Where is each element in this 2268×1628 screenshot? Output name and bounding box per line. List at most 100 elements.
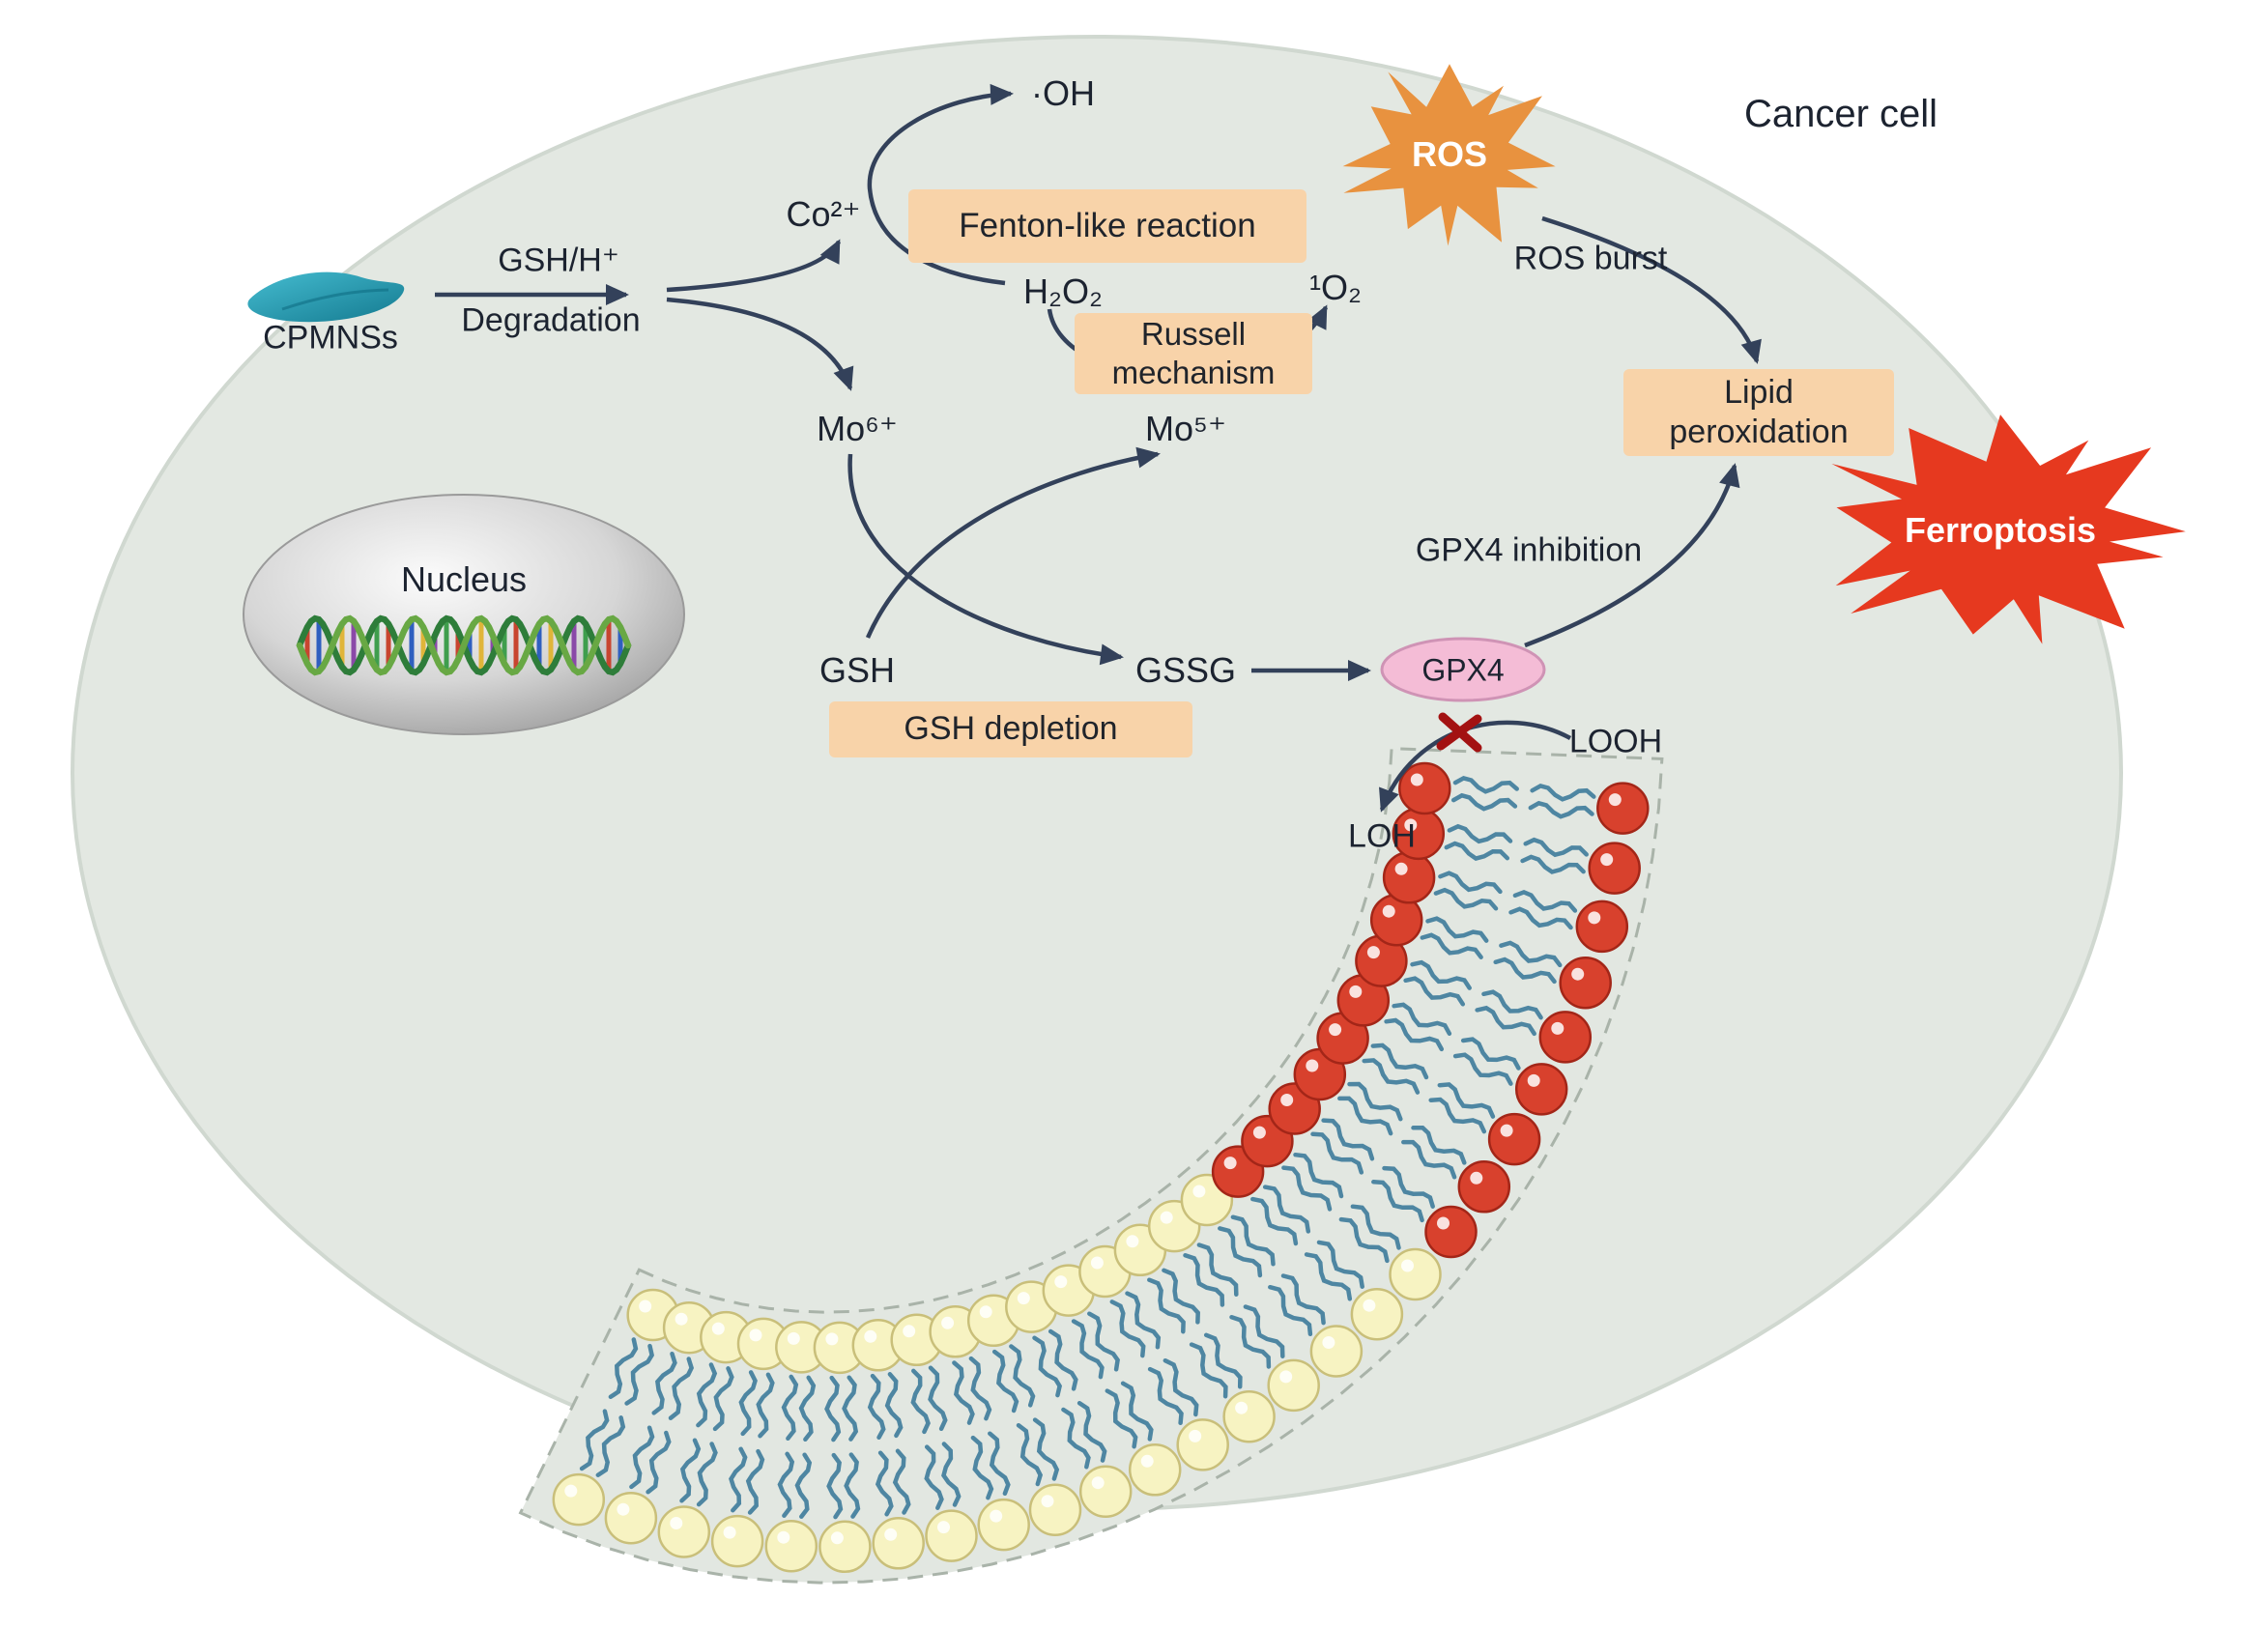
lipid-tail — [1530, 783, 1596, 802]
lipid-head-highlight — [1252, 1126, 1266, 1139]
lipid-head-highlight — [1382, 904, 1395, 918]
lipid-head-highlight — [617, 1502, 630, 1516]
lipid-head — [1309, 1325, 1364, 1378]
lipid-tail — [1125, 1291, 1162, 1350]
lipid-tail — [679, 1438, 702, 1503]
lipid-tail — [1230, 1214, 1276, 1267]
lipid-tail — [1304, 1252, 1353, 1301]
lipid-head — [552, 1472, 606, 1527]
lipid-tail — [798, 1375, 817, 1442]
ros-burst-label: ROS burst — [1513, 240, 1668, 277]
lipid-head-highlight — [1363, 1299, 1376, 1312]
cpmnss-label: CPMNSs — [263, 319, 398, 357]
lipid-head-highlight — [1189, 1429, 1202, 1442]
lipid-tails — [579, 775, 1596, 1520]
loh-label: LOH — [1348, 817, 1416, 855]
lipid-head-highlight — [1126, 1235, 1139, 1248]
lipid-tail — [941, 1442, 962, 1507]
lipid-tail — [629, 1425, 655, 1490]
lipid-tail — [595, 1415, 626, 1477]
gsh-label: GSH — [818, 650, 896, 691]
lipid-tail — [646, 1430, 672, 1495]
lipid-tail — [756, 1372, 775, 1439]
lipid-tail — [1508, 906, 1573, 930]
lipid-head-highlight — [1437, 1216, 1450, 1230]
lipid-head-highlight — [1160, 1211, 1173, 1224]
lipid-head-highlight — [1017, 1292, 1030, 1305]
oxidized-lipid-head — [1424, 1205, 1478, 1259]
starbursts — [1342, 64, 2186, 644]
lipid-tail — [1061, 1407, 1091, 1470]
lipid-tail — [745, 1448, 765, 1515]
lipid-tail — [1438, 871, 1503, 895]
lipid-tail — [1280, 1273, 1326, 1326]
lipid-tail — [579, 1409, 610, 1471]
lipid-head-highlight — [1551, 1021, 1565, 1035]
lipid-head — [1350, 1287, 1404, 1341]
lipid-tail — [1196, 1242, 1239, 1297]
lipid-tail — [1183, 1253, 1225, 1307]
lipid-head-highlight — [1349, 985, 1363, 998]
lipid-tail — [696, 1442, 718, 1507]
lipid-head-highlight — [937, 1521, 950, 1534]
lipid-tail — [970, 1435, 994, 1500]
lipid-tail — [1087, 1311, 1120, 1372]
lipid-tail — [1048, 1328, 1078, 1391]
lipid-head-highlight — [1527, 1073, 1540, 1087]
lipid-head-highlight — [670, 1517, 683, 1529]
lipid-head-highlight — [1600, 853, 1614, 867]
lipid-tail — [1411, 1125, 1467, 1165]
lipid-bilayer-membrane — [518, 747, 1664, 1585]
lipid-tail — [1032, 1335, 1062, 1398]
gsh-depletion-label: GSH depletion — [904, 710, 1118, 748]
nucleus-body — [243, 494, 685, 735]
lipid-tail — [968, 1356, 992, 1421]
looh-label: LOOH — [1568, 723, 1663, 760]
gpx4-inhibition-arrow — [1524, 463, 1740, 648]
gpx4-label: GPX4 — [1421, 652, 1505, 688]
lipid-head-highlight — [1306, 1059, 1319, 1072]
lipid-tail — [1520, 854, 1586, 874]
lipid-head-highlight — [1223, 1157, 1237, 1170]
lipid-tail — [1444, 841, 1510, 862]
oxidized-lipid-head — [1559, 956, 1612, 1010]
lipid-head-highlight — [1410, 773, 1423, 786]
mo6-label: Mo⁶⁺ — [817, 409, 898, 449]
lipid-tail — [1392, 1002, 1452, 1037]
lipid-tail — [1493, 957, 1557, 985]
lipid-head-highlight — [777, 1530, 790, 1544]
oxidized-lipid-head — [1588, 842, 1641, 895]
mo5-label: Mo⁵⁺ — [1145, 409, 1226, 449]
lipid-head-highlight — [1235, 1401, 1249, 1414]
lipid-tail — [1105, 1388, 1138, 1449]
lipid-head-highlight — [979, 1305, 992, 1319]
russell-mechanism-label-line2: mechanism — [1111, 355, 1276, 390]
lipid-tail — [928, 1365, 948, 1432]
lipid-tail — [1310, 1131, 1364, 1175]
fenton-cycle-arrow — [867, 83, 1014, 286]
lipid-tail — [1147, 1366, 1184, 1426]
lipid-head — [710, 1514, 764, 1568]
lipid-head-highlight — [1470, 1171, 1483, 1185]
lipid-tail — [991, 1349, 1019, 1414]
lipid-tail — [1425, 916, 1489, 943]
lipid-peroxidation-label-line2: peroxidation — [1669, 414, 1849, 450]
lipid-head — [1028, 1483, 1082, 1536]
lipid-head-highlight — [1090, 1256, 1104, 1270]
lipid-tail — [1450, 792, 1518, 812]
lipid-head — [872, 1517, 925, 1570]
lipid-head-highlight — [1404, 818, 1418, 832]
lipid-head-highlight — [1401, 1259, 1414, 1272]
cpmnss-nanosheet-icon — [247, 271, 405, 323]
ros-label: ROS — [1411, 134, 1488, 175]
branch-to-cobalt-arrow — [666, 239, 842, 293]
russell-mechanism-box: Russell mechanism — [1075, 313, 1312, 394]
lipid-tail — [1268, 1284, 1313, 1337]
oxidized-lipid-head — [1382, 851, 1436, 904]
oxidized-lipid-head — [1457, 1160, 1511, 1214]
ferroptosis-starburst — [1831, 414, 2186, 644]
lipid-head-highlight — [1394, 862, 1408, 875]
lipid-tail — [651, 1351, 677, 1415]
lipid-tail — [1071, 1319, 1105, 1380]
lipid-tail — [1337, 1096, 1393, 1136]
